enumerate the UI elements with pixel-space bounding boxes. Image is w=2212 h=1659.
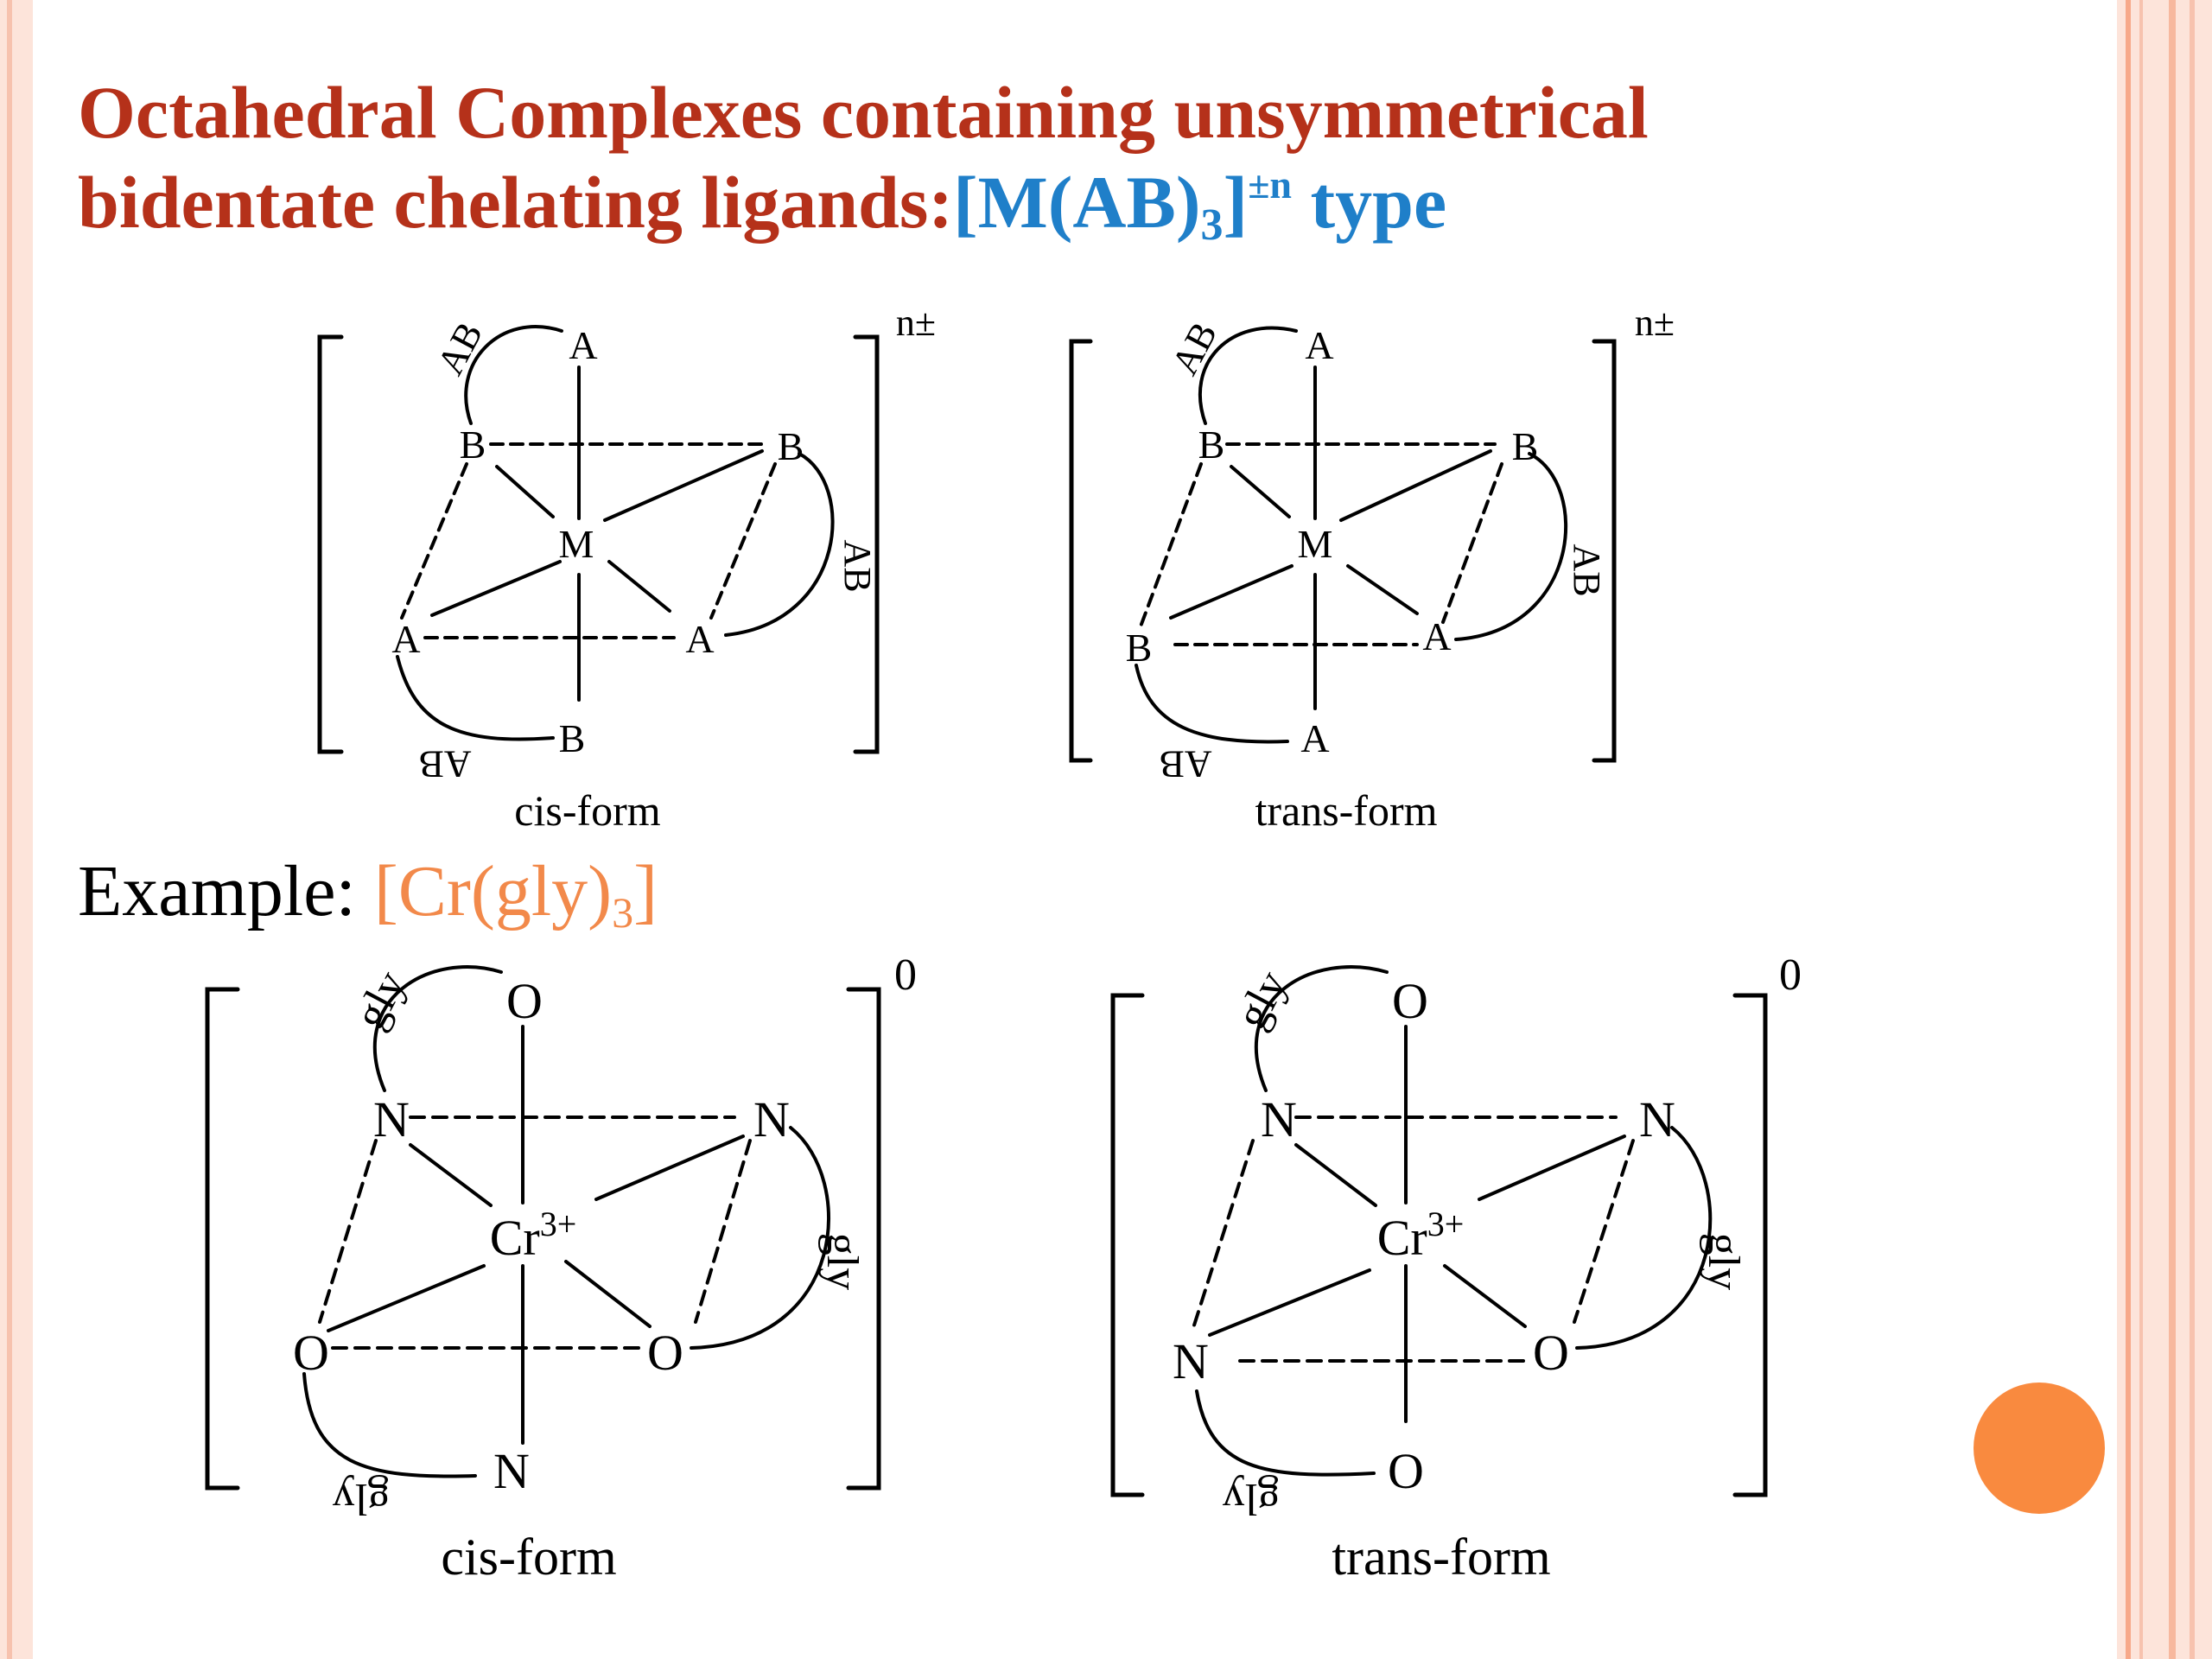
title-line-1: Octahedral Complexes containing unsymmet…	[78, 71, 1649, 154]
general-trans-structure	[1069, 326, 1617, 763]
cis-ligand-label-3: AB	[418, 743, 471, 785]
ex-trans-donor-bottom: O	[1388, 1443, 1424, 1499]
title-formula: [M(AB)3]±n type	[952, 161, 1447, 250]
ex-trans-caption: trans-form	[1332, 1529, 1550, 1586]
slide-border-left	[0, 0, 33, 1659]
general-trans-labels: A B B M B A A AB AB AB n± trans-form	[1126, 302, 1675, 835]
ex-cis-metal: Cr3+	[490, 1205, 577, 1266]
ex-trans-donor-top: O	[1392, 973, 1428, 1029]
ex-cis-ligand-label-3: gly	[333, 1474, 390, 1523]
ex-trans-ligand-label-2: gly	[1699, 1233, 1748, 1290]
ex-trans-metal: Cr3+	[1377, 1205, 1465, 1266]
slide-border-right	[2117, 0, 2212, 1659]
ex-cis-donor-right-back: N	[753, 1091, 790, 1147]
trans-metal: M	[1298, 522, 1333, 566]
slide-title: Octahedral Complexes containing unsymmet…	[78, 67, 2065, 250]
example-formula: [Cr(gly)3]	[373, 851, 658, 937]
trans-donor-left-front: B	[1126, 626, 1153, 670]
cis-donor-left-front: A	[391, 617, 420, 661]
trans-ligand-label-2: AB	[1566, 543, 1608, 596]
trans-charge: n±	[1635, 302, 1675, 344]
trans-donor-left-back: B	[1198, 423, 1225, 467]
trans-ligand-label-1: AB	[1163, 315, 1225, 382]
trans-donor-right-front: A	[1422, 614, 1451, 658]
trans-donor-bottom: A	[1300, 716, 1329, 760]
cis-caption: cis-form	[514, 786, 660, 835]
cis-donor-bottom: B	[559, 716, 586, 760]
ex-cis-donor-top: O	[506, 973, 543, 1029]
cis-ligand-label-2: AB	[836, 539, 879, 592]
ex-cis-donor-bottom: N	[493, 1443, 530, 1499]
ex-cis-donor-right-front: O	[647, 1325, 683, 1381]
ex-trans-ligand-label-1: gly	[1227, 963, 1298, 1037]
ex-cis-ligand-label-1: gly	[346, 963, 416, 1037]
trans-donor-right-back: B	[1512, 424, 1539, 468]
cis-donor-right-front: A	[685, 617, 714, 661]
ex-trans-donor-left-back: N	[1261, 1091, 1297, 1147]
ex-cis-caption: cis-form	[441, 1529, 616, 1586]
cis-donor-right-back: B	[778, 424, 804, 468]
cis-ligand-label-1: AB	[429, 315, 491, 382]
ex-trans-donor-right-back: N	[1639, 1091, 1675, 1147]
ex-trans-donor-left-front: N	[1173, 1333, 1209, 1389]
general-cis-structure	[317, 325, 880, 754]
cis-charge: n±	[896, 302, 936, 344]
general-cis-labels: A B B M A A B AB AB AB n± cis-form	[391, 302, 936, 835]
example-trans-structure	[1110, 965, 1768, 1497]
ex-cis-charge: 0	[894, 950, 917, 1000]
trans-ligand-label-3: AB	[1159, 743, 1211, 785]
trans-donor-top: A	[1305, 323, 1333, 367]
ex-cis-donor-left-back: N	[373, 1091, 410, 1147]
example-cis-labels: O N N Cr3+ O O N gly gly gly 0 cis-form	[293, 950, 917, 1586]
cis-donor-left-back: B	[460, 423, 486, 467]
decorative-orange-dot	[1974, 1382, 2105, 1514]
example-label: Example: [Cr(gly)3]	[78, 851, 658, 937]
title-line-2: bidentate chelating ligands:	[78, 161, 953, 244]
example-cis-structure	[205, 965, 881, 1491]
example-trans-labels: O N N Cr3+ N O O gly gly gly 0 trans-for…	[1173, 950, 1802, 1586]
ex-trans-donor-right-front: O	[1533, 1325, 1569, 1381]
ex-cis-ligand-label-2: gly	[817, 1233, 867, 1290]
ex-cis-donor-left-front: O	[293, 1325, 329, 1381]
cis-metal: M	[559, 522, 594, 566]
ex-trans-ligand-label-3: gly	[1223, 1474, 1280, 1523]
cis-donor-top: A	[569, 323, 597, 367]
ex-trans-charge: 0	[1779, 950, 1802, 1000]
trans-caption: trans-form	[1255, 786, 1437, 835]
